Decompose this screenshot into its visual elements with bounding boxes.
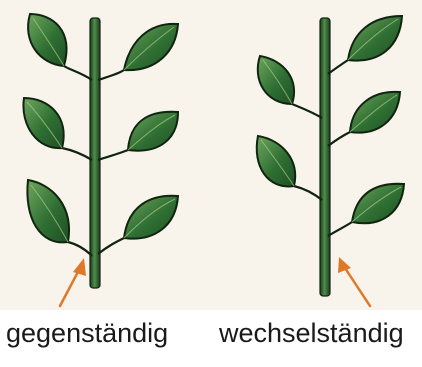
illustration (0, 0, 422, 310)
label-alternate: wechselständig (219, 318, 404, 349)
stem (320, 18, 330, 296)
stem (90, 18, 100, 288)
label-opposite: gegenständig (6, 318, 168, 349)
